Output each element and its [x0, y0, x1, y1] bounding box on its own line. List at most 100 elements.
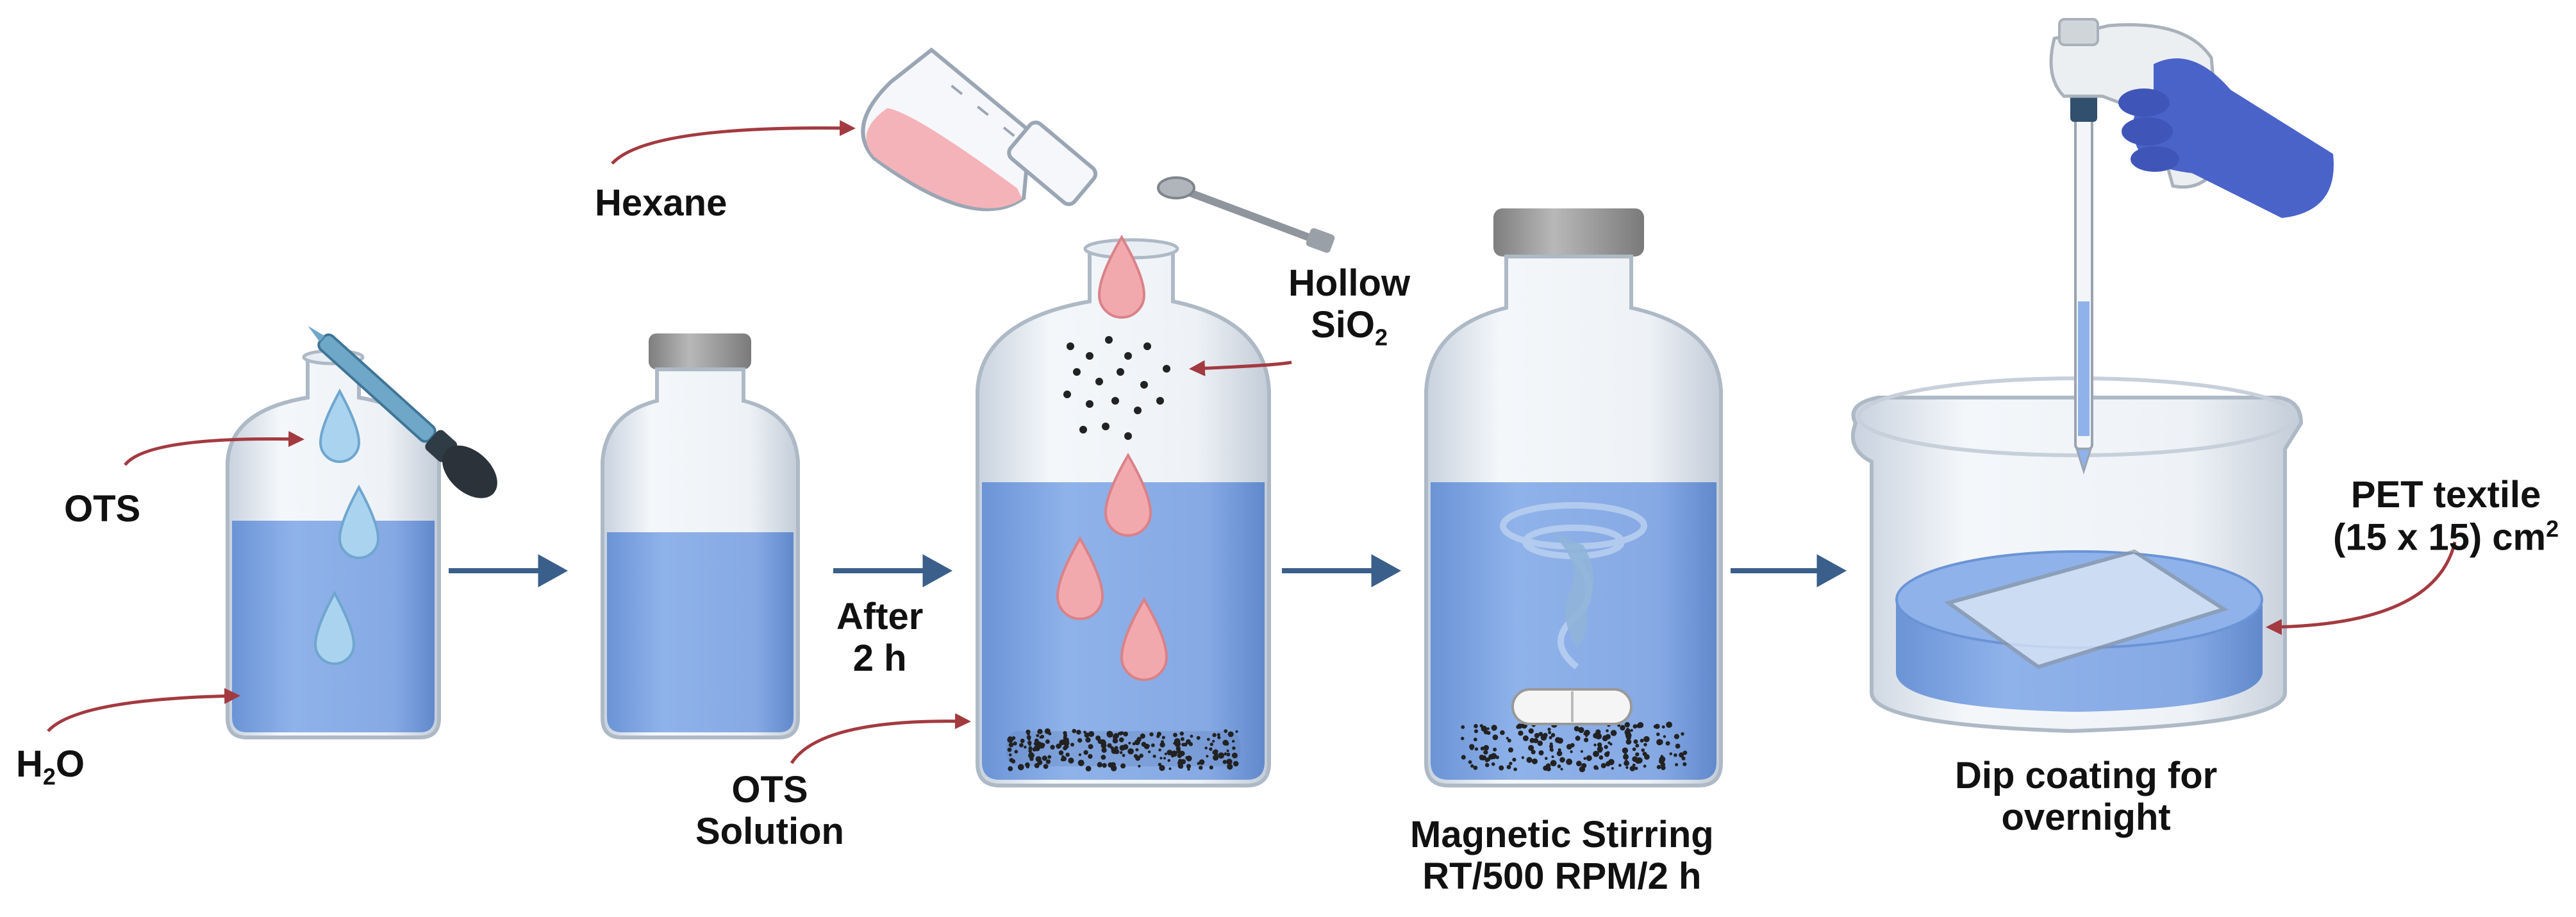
sediment-particle	[1029, 748, 1032, 752]
sediment-particle	[1623, 753, 1629, 760]
droplet-icon	[319, 388, 361, 463]
label-hexane: Hexane	[595, 182, 727, 224]
vial-cap	[1493, 208, 1644, 257]
sediment-particle	[1209, 747, 1213, 751]
sediment-particle	[1659, 739, 1663, 743]
sediment-particle	[1106, 730, 1113, 737]
sediment-particle	[1681, 756, 1686, 761]
sediment-particle	[1139, 753, 1143, 758]
sediment-particle	[1059, 745, 1062, 748]
flask-icon	[861, 47, 1098, 212]
sediment-particle	[1583, 732, 1587, 736]
sediment-particle	[1549, 747, 1554, 752]
sediment-particle	[1683, 750, 1688, 755]
sediment-particle	[1518, 730, 1524, 736]
sediment-particle	[1135, 748, 1139, 752]
sediment-particle	[1597, 742, 1602, 748]
sediment-particle	[1593, 750, 1599, 757]
sediment-particle	[1495, 755, 1499, 759]
sediment-particle	[1173, 732, 1177, 737]
sediment-particle	[1557, 738, 1563, 743]
sediment-particle	[1233, 755, 1237, 758]
sediment-particle	[1196, 736, 1201, 740]
sediment-particle	[1570, 750, 1573, 753]
sediment-particle	[1097, 739, 1103, 745]
sediment-particle	[1070, 743, 1074, 747]
sediment-particle	[1675, 763, 1679, 766]
sediment-particle	[1065, 752, 1070, 757]
process-arrows	[449, 554, 1847, 587]
vial-3-liquid	[982, 482, 1265, 780]
sediment-particle	[1036, 734, 1040, 737]
sediment-particle	[1551, 755, 1554, 759]
sediment-particle	[1643, 764, 1647, 768]
vial-2	[601, 333, 800, 739]
sediment-particle	[1114, 746, 1118, 750]
sediment-particle	[1632, 756, 1638, 762]
sediment-particle	[1507, 738, 1511, 743]
sediment-particle	[1088, 744, 1093, 750]
dropper-icon	[308, 326, 497, 498]
sediment-particle	[1474, 747, 1479, 751]
sediment-particle	[1635, 743, 1640, 748]
sediment-particle	[1180, 737, 1184, 741]
sediment-particle	[1633, 739, 1638, 744]
sediment-particle	[1521, 756, 1525, 759]
sediment-particle	[1209, 765, 1213, 770]
sediment-particle	[1606, 729, 1609, 732]
sediment-particle	[1461, 736, 1465, 741]
sediment-particle	[1017, 764, 1024, 771]
sediment-particle	[1512, 757, 1517, 762]
sediment-particle	[1232, 739, 1235, 743]
vial-4	[1424, 208, 1723, 787]
sediment-particle	[1119, 751, 1123, 754]
sediment-particle	[1007, 747, 1012, 752]
pink-droplet-icon	[1120, 597, 1168, 681]
sediment-particle	[1206, 737, 1210, 741]
sediment-particle	[1212, 733, 1217, 737]
sediment-particle	[1624, 722, 1630, 728]
sediment-particle	[1558, 748, 1561, 752]
sediment-particle	[1624, 760, 1630, 766]
sediment-particle	[1461, 725, 1465, 729]
sediment-particle	[1181, 743, 1185, 746]
sediment-particle	[1528, 728, 1534, 734]
sediment-particle	[1032, 747, 1036, 752]
sediment-particle	[1675, 743, 1681, 749]
sediment-particle	[1218, 752, 1225, 759]
sediment-particle	[1179, 731, 1184, 736]
sediment-particle	[1112, 737, 1118, 744]
label-pointers	[47, 120, 2457, 764]
sediment-particle	[1186, 755, 1192, 762]
sediment-particle	[1513, 767, 1517, 771]
sediment-particle	[1461, 755, 1466, 760]
sediment-particle	[1063, 736, 1067, 739]
sediment-particle	[1661, 765, 1666, 771]
sediment-particle	[1599, 755, 1604, 760]
sediment-particle	[1643, 736, 1650, 743]
sediment-particle	[1566, 759, 1573, 765]
sediment-particle	[1159, 757, 1163, 760]
sediment-particle	[1174, 741, 1181, 748]
sediment-particle	[1209, 743, 1214, 746]
sediment-particle	[1674, 734, 1679, 739]
sediment-particle	[1473, 737, 1477, 742]
sediment-particle	[1159, 742, 1165, 748]
sediment-particle	[1014, 750, 1018, 753]
pointer-ots-solution	[790, 713, 971, 764]
sediment-particle	[1611, 767, 1614, 770]
sediment-particle	[1468, 760, 1472, 764]
sediment-particle	[1107, 743, 1112, 748]
sediment-particle	[1226, 759, 1233, 765]
sediment-particle	[1084, 732, 1090, 738]
sediment-particle	[1484, 762, 1490, 768]
pet-textile-icon	[1944, 549, 2229, 669]
sediment-particle	[1584, 737, 1589, 743]
sediment-particle	[1470, 746, 1474, 750]
sediment-particle	[1618, 764, 1622, 767]
sediment-particle	[1077, 738, 1083, 743]
sediment-particle	[1559, 757, 1565, 763]
sediment-particle	[1147, 744, 1150, 748]
sediment-particle	[1040, 734, 1045, 739]
